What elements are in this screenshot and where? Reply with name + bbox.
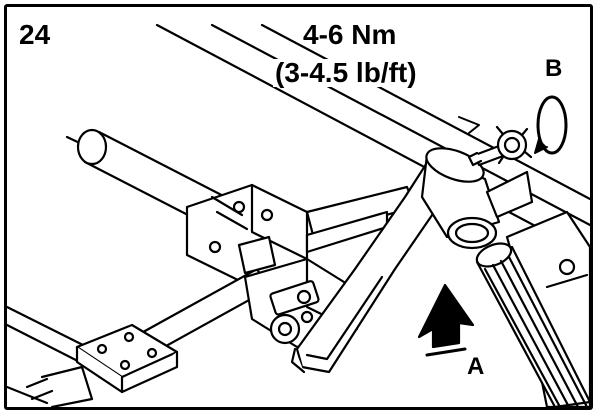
right-frame [485, 170, 590, 407]
up-arrow-icon [417, 283, 475, 357]
rotate-arrow-icon [534, 95, 568, 155]
torque-metric-label: 4-6 Nm [303, 19, 397, 50]
callout-a: A [465, 353, 487, 380]
callout-b: B [545, 55, 563, 82]
torque-imperial-label: (3-4.5 lb/ft) [273, 57, 419, 88]
leader-arrow [458, 116, 480, 134]
upright-tube [475, 242, 590, 407]
knob-icon [467, 125, 533, 167]
center-bracket [185, 183, 309, 284]
step-number: 24 [19, 19, 51, 50]
assembly-drawing [7, 23, 590, 407]
figure-frame: 24 4-6 Nm (3-4.5 lb/ft) B A [4, 4, 593, 410]
base-plate [25, 323, 179, 407]
